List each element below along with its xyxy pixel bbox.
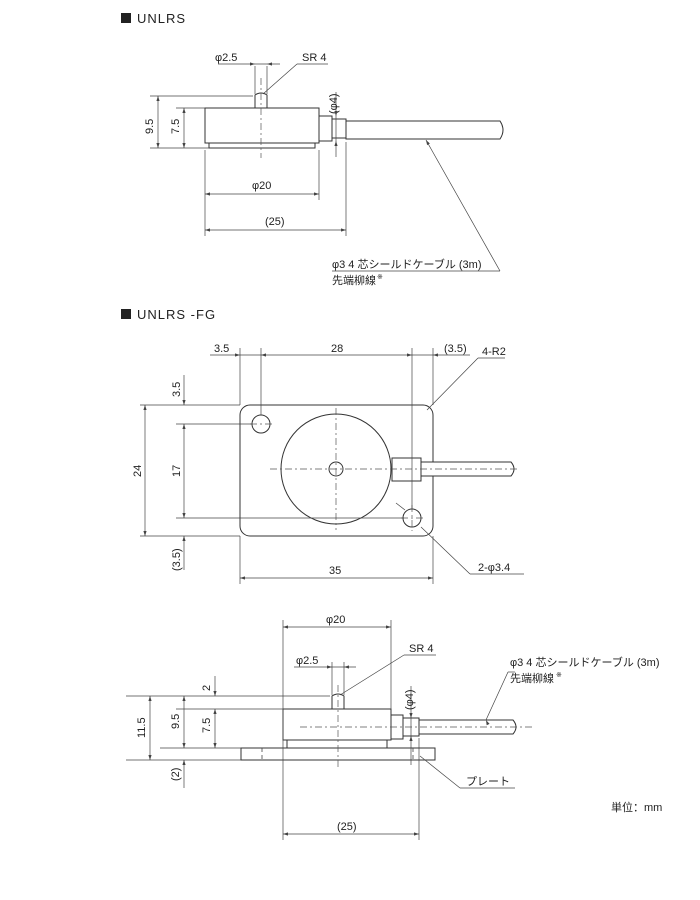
dim-plan-2-phi-3-4: 2-φ3.4 [478, 562, 510, 574]
cable [345, 120, 504, 140]
dimension-arrowhead [386, 625, 391, 629]
dim-sr4: SR 4 [302, 52, 326, 64]
section-marker [121, 309, 131, 319]
dim-side-phi-20: φ20 [326, 614, 345, 626]
dimension-arrowhead [261, 353, 266, 357]
dim-plan-24: 24 [132, 465, 144, 477]
dimension-arrowhead [148, 755, 152, 760]
dim-plan-v-3-5: 3.5 [171, 382, 183, 397]
dim-plan-v-3-5-bottom: (3.5) [171, 548, 183, 571]
dim-plan-3-5-right: (3.5) [444, 343, 467, 355]
dimension-arrowhead [283, 625, 288, 629]
dimension-arrowhead [344, 665, 349, 669]
dimension-arrowhead [428, 576, 433, 580]
dim-height-9-5: 9.5 [144, 119, 156, 134]
dim-side-7-5: 7.5 [201, 718, 213, 733]
dimension-arrowhead [235, 353, 240, 357]
cable-connector [318, 115, 333, 142]
view-title-unlrs: UNLRS [137, 11, 186, 26]
side-sensor-body [282, 708, 392, 741]
section-marker [121, 13, 131, 23]
dimension-arrowhead [143, 405, 147, 410]
plate-label: プレート [466, 775, 510, 788]
view-fg-side: φ20 φ2.5 SR 4 (φ4) φ3 4 芯シールドケーブル (3m) 先… [126, 614, 659, 840]
dimension-arrowhead [148, 696, 152, 701]
dimension-arrowhead [283, 832, 288, 836]
dim-side-2-plate: (2) [170, 768, 182, 781]
side-cable-note-mark: ※ [556, 672, 562, 679]
side-base-step [286, 739, 388, 749]
dimension-arrowhead [182, 743, 186, 748]
dim-side-9-5: 9.5 [170, 714, 182, 729]
dimension-arrowhead [182, 400, 186, 405]
dimension-arrowhead [182, 696, 186, 701]
dim-side-2: 2 [201, 685, 213, 691]
dimension-arrowhead [182, 536, 186, 541]
dim-phi-4: (φ4) [328, 93, 340, 114]
sensor-base-step [208, 142, 316, 149]
dimension-arrowhead [213, 691, 217, 696]
dim-plan-28: 28 [331, 343, 343, 355]
dimension-arrowhead [205, 228, 210, 232]
load-button [254, 92, 268, 109]
dimension-arrowhead [156, 96, 160, 101]
dimension-arrowhead [433, 353, 438, 357]
dimension-arrowhead [486, 720, 490, 726]
dimension-arrowhead [409, 736, 413, 741]
dimension-arrowhead [334, 141, 338, 146]
dimension-arrowhead [213, 709, 217, 714]
dimension-arrowhead [327, 665, 332, 669]
dimension-arrowhead [409, 713, 413, 718]
cable-note-line1: φ3 4 芯シールドケーブル (3m) [332, 257, 481, 271]
dimension-arrowhead [182, 424, 186, 429]
dim-height-7-5: 7.5 [170, 119, 182, 134]
dimension-arrowhead [205, 192, 210, 196]
dim-plan-4-r2: 4-R2 [482, 346, 506, 358]
dimension-arrowhead [240, 576, 245, 580]
dim-length-25: (25) [265, 216, 285, 228]
dimension-arrowhead [426, 140, 430, 146]
dimension-arrowhead [414, 832, 419, 836]
dimension-arrows [143, 62, 490, 836]
view-title-fg: UNLRS -FG [137, 307, 216, 322]
dimension-arrowhead [267, 62, 272, 66]
dim-phi-20: φ20 [252, 180, 271, 192]
unit-label: 単位：mm [611, 800, 662, 814]
dimension-arrowhead [182, 108, 186, 113]
dim-side-sr4: SR 4 [409, 643, 433, 655]
sensor-body [204, 107, 320, 144]
dim-side-phi-4: (φ4) [404, 689, 416, 710]
dimension-arrowhead [314, 192, 319, 196]
cable-connector-plan [391, 457, 422, 482]
view-unlrs: UNLRS φ2.5 SR 4 (φ4) 9.5 7.5 [121, 11, 504, 287]
cable-note-line2: 先端柳線 [332, 273, 376, 287]
side-cable-note-line1: φ3 4 芯シールドケーブル (3m) [510, 655, 659, 669]
dim-side-phi-2-5: φ2.5 [296, 655, 318, 667]
cable-note-mark: ※ [377, 274, 383, 281]
dimension-arrowhead [182, 513, 186, 518]
side-cable-note-line2: 先端柳線 [510, 671, 554, 685]
dimension-arrowhead [341, 228, 346, 232]
connector-sleeve [331, 118, 347, 139]
dimension-arrowhead [156, 143, 160, 148]
dim-side-11-5: 11.5 [136, 717, 148, 738]
view-fg-plan: UNLRS -FG 3.5 28 (3.5) 4-R2 [121, 307, 524, 584]
dimension-arrowhead [182, 143, 186, 148]
dim-plan-17: 17 [171, 465, 183, 477]
dimension-arrowhead [334, 111, 338, 116]
dimension-arrowhead [407, 353, 412, 357]
dim-plan-35: 35 [329, 565, 341, 577]
dim-plan-3-5-left: 3.5 [214, 343, 229, 355]
dim-phi-2-5: φ2.5 [215, 52, 237, 64]
dim-side-25: (25) [337, 821, 357, 833]
dimension-arrowhead [182, 760, 186, 765]
dimension-arrowhead [213, 743, 217, 748]
dimension-arrowhead [250, 62, 255, 66]
dimension-arrowhead [143, 531, 147, 536]
